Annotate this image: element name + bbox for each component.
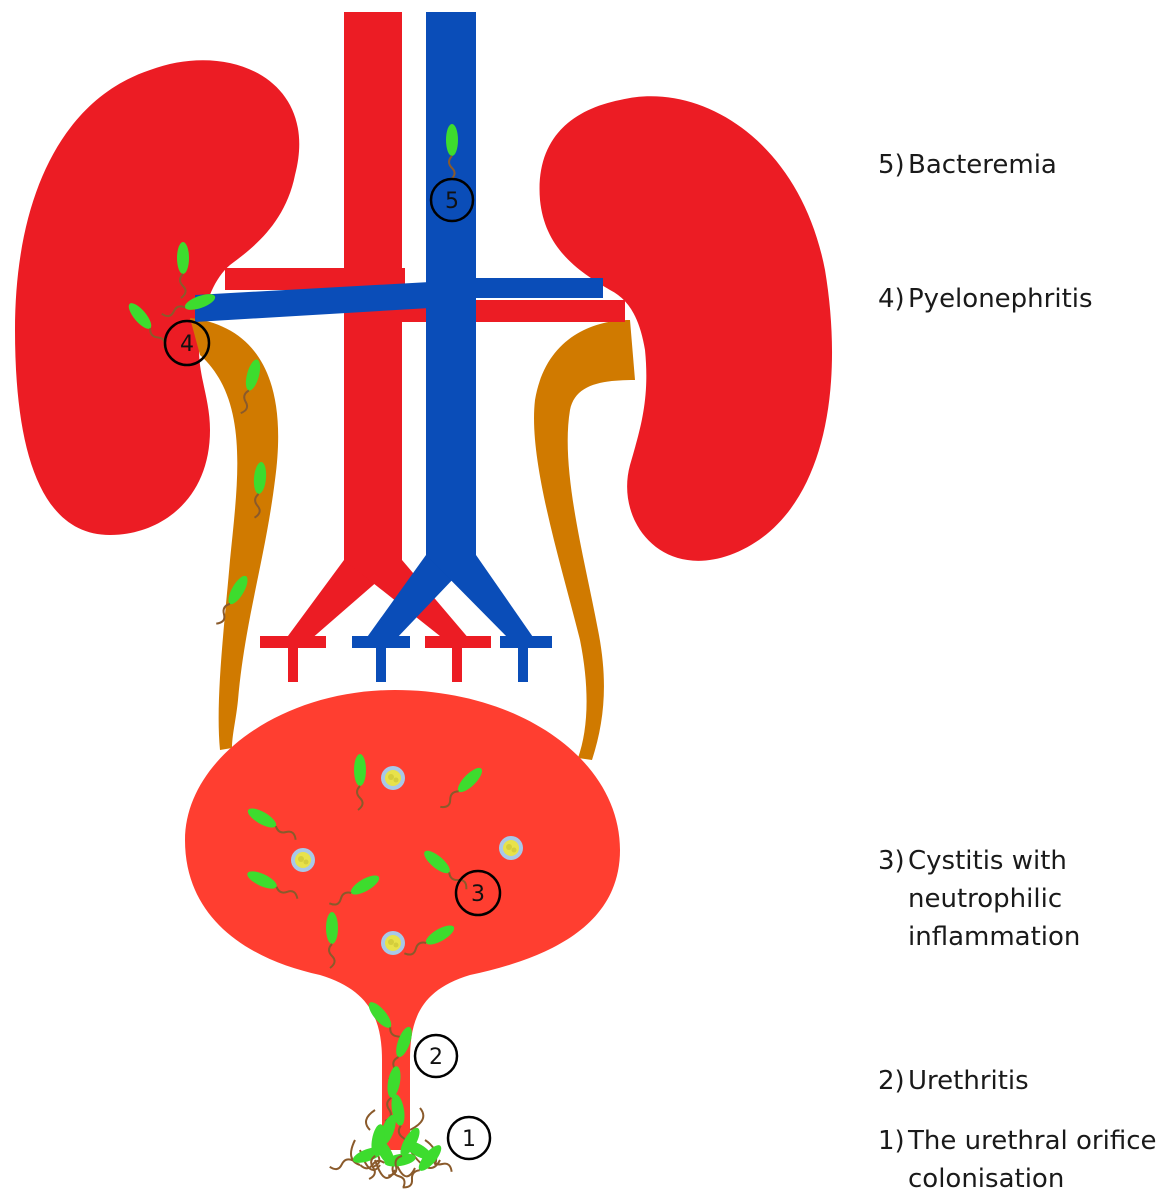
legend-stage-1-line1: The urethral orifice <box>908 1126 1157 1156</box>
legend-stage-4: 4)Pyelonephritis <box>878 280 1093 318</box>
right-kidney <box>540 96 833 561</box>
marker-2-label: 2 <box>429 1045 443 1070</box>
marker-2: 2 <box>415 1035 457 1077</box>
marker-4-label: 4 <box>180 332 194 357</box>
right-ureter <box>534 320 635 760</box>
marker-1-label: 1 <box>462 1127 476 1152</box>
legend-stage-2: 2)Urethritis <box>878 1062 1029 1100</box>
legend-stage-1: 1)The urethral orifice colonisation <box>878 1122 1157 1198</box>
legend-stage-3: 3)Cystitis with neutrophilic inflammation <box>878 842 1080 956</box>
marker-1: 1 <box>448 1117 490 1159</box>
bladder <box>185 690 620 1150</box>
legend-stage-5: 5)Bacteremia <box>878 146 1057 184</box>
marker-3-label: 3 <box>471 882 485 907</box>
legend-stage-4-number: 4) <box>878 280 908 318</box>
legend-stage-2-text: Urethritis <box>908 1062 1029 1100</box>
legend-stage-3-number: 3) <box>878 842 908 880</box>
legend-stage-1-line2: colonisation <box>908 1164 1064 1194</box>
left-ureter <box>190 318 278 750</box>
marker-5-label: 5 <box>445 189 459 214</box>
legend-stage-1-number: 1) <box>878 1122 908 1160</box>
legend-stage-2-number: 2) <box>878 1062 908 1100</box>
legend-stage-3-line2: neutrophilic <box>908 884 1062 914</box>
legend-stage-5-text: Bacteremia <box>908 146 1057 184</box>
legend-stage-5-number: 5) <box>878 146 908 184</box>
legend-stage-4-text: Pyelonephritis <box>908 280 1093 318</box>
legend-stage-3-line1: Cystitis with <box>908 846 1067 876</box>
legend-stage-3-line3: inflammation <box>908 922 1080 952</box>
